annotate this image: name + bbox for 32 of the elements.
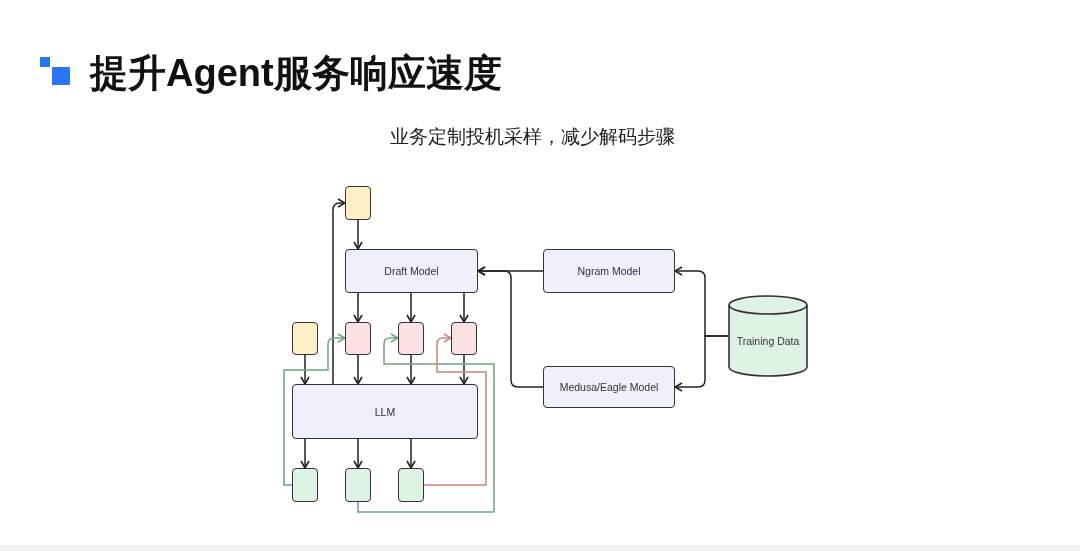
token-box	[451, 322, 477, 355]
arrow	[459, 292, 469, 323]
arrow	[459, 354, 469, 385]
arrow	[406, 292, 416, 323]
process-box: Medusa/Eagle Model	[543, 366, 675, 408]
arrow	[423, 333, 487, 486]
process-box: Ngram Model	[543, 249, 675, 293]
page-title: 提升Agent服务响应速度	[90, 51, 502, 96]
token-box	[345, 468, 371, 502]
arrow	[353, 219, 363, 250]
token-box	[292, 468, 318, 502]
process-box: LLM	[292, 384, 478, 439]
arrow	[406, 438, 416, 469]
database-cylinder: Training Data	[728, 295, 808, 377]
arrow	[332, 198, 346, 385]
arrow	[300, 438, 310, 469]
token-box	[345, 322, 371, 355]
arrow	[353, 354, 363, 385]
arrow	[477, 266, 544, 388]
arrow	[283, 333, 346, 486]
arrow	[674, 335, 729, 392]
token-box	[398, 322, 424, 355]
process-box: Draft Model	[345, 249, 478, 293]
arrow	[300, 354, 310, 385]
subtitle: 业务定制投机采样，减少解码步骤	[390, 125, 675, 149]
arrow	[353, 292, 363, 323]
token-box	[398, 468, 424, 502]
arrow	[406, 354, 416, 385]
token-box	[292, 322, 318, 355]
arrow	[357, 333, 495, 513]
arrow	[353, 438, 363, 469]
token-box	[345, 186, 371, 220]
